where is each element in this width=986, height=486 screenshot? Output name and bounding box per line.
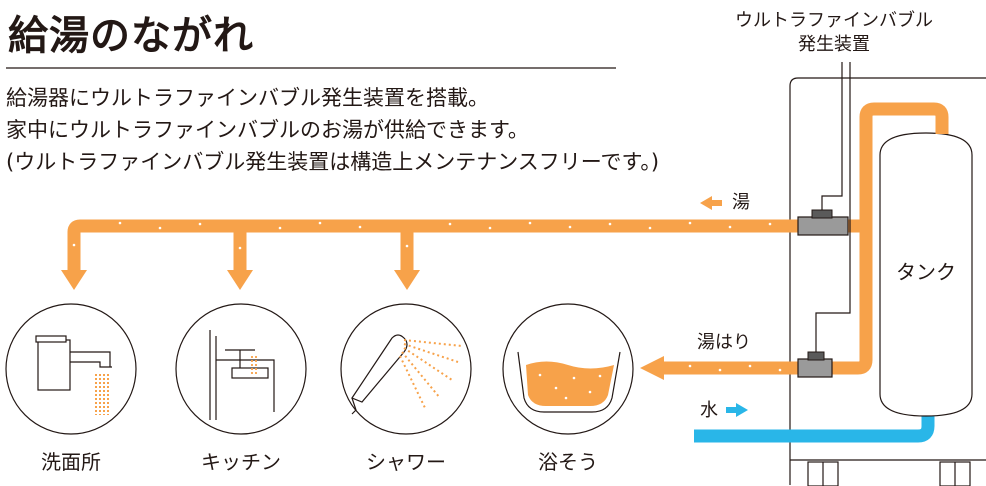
- hot-water-supply-pipe: [67, 219, 800, 272]
- description-line-2: 家中にウルトラファインバブルのお湯が供給できます。: [6, 118, 529, 142]
- device-leader-lines: [815, 62, 851, 352]
- device-label-line-2: 発生装置: [798, 34, 870, 55]
- water-label: 水: [700, 400, 718, 421]
- cold-water-pipe: [694, 408, 935, 443]
- description-line-1: 給湯器にウルトラファインバブル発生装置を搭載。: [6, 86, 489, 110]
- place-label-shower: シャワー: [366, 450, 446, 474]
- ufb-device-lower: [797, 351, 833, 378]
- hot-water-loop-pipe: [820, 102, 949, 375]
- page-title: 給湯のながれ: [8, 13, 254, 59]
- tank-label: タンク: [896, 260, 956, 284]
- description-line-3: (ウルトラファインバブル発生装置は構造上メンテナンスフリーです。): [6, 150, 660, 174]
- faucet-icon: [5, 303, 137, 435]
- pipe-arrowheads: [61, 270, 420, 290]
- bubbles-supply: [72, 221, 772, 250]
- ufb-device-upper: [797, 209, 849, 236]
- shower-head-icon: [340, 303, 472, 435]
- water-arrow-icon: [726, 403, 748, 417]
- kitchen-sink-icon: [175, 303, 307, 435]
- bath-fill-arrowhead: [640, 356, 664, 380]
- place-label-kitchen: キッチン: [201, 450, 281, 474]
- hot-water-arrow-icon: [700, 196, 722, 210]
- hot-water-label: 湯: [732, 192, 750, 213]
- place-label-washroom: 洗面所: [41, 450, 101, 474]
- tank: [879, 132, 973, 417]
- bubbles-bath-fill: [688, 364, 782, 372]
- device-label-line-1: ウルトラファインバブル: [735, 10, 933, 31]
- bath-fill-label: 湯はり: [697, 332, 751, 353]
- water-heater-cabinet: [789, 77, 986, 486]
- place-label-bathtub: 浴そう: [538, 450, 598, 474]
- bathtub-icon: [502, 303, 634, 435]
